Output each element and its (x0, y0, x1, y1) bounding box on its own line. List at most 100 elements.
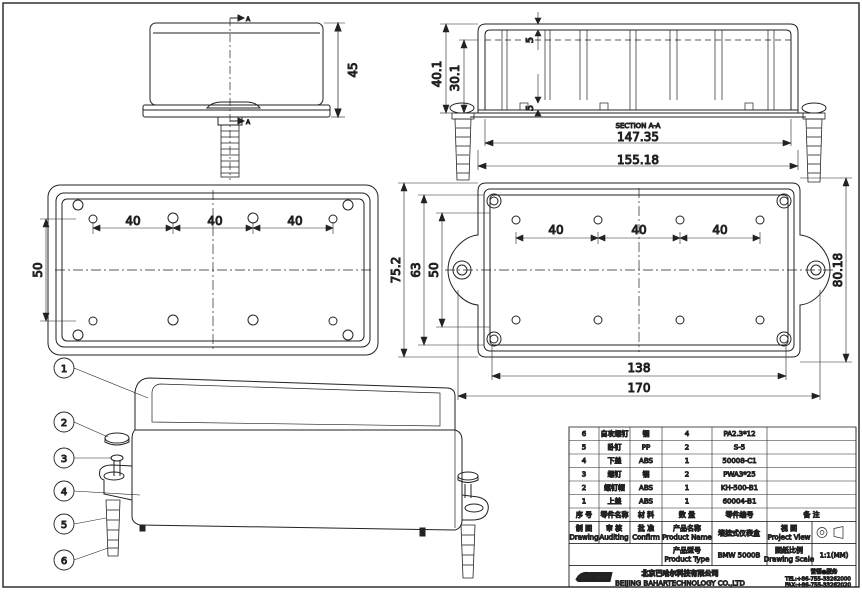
mounting-hole (593, 315, 603, 325)
outer-spacing-3: 40 (712, 223, 727, 237)
section-top-small-dim: 5 (525, 37, 536, 43)
part-balloon-number: 5 (61, 520, 67, 531)
mounting-hole (72, 329, 84, 341)
company-fax: FAX:+86-755-33262020 (785, 583, 852, 589)
mounting-hole (328, 316, 338, 326)
bom-cell: 备 注 (803, 510, 819, 519)
outer-spacing-2: 40 (631, 223, 646, 237)
inner-height-dim: 50 (31, 262, 45, 277)
corner-screw-hole-inner (489, 334, 499, 344)
title-block-text: Product Type (665, 556, 710, 564)
bom-cell: 3 (582, 471, 586, 479)
bom-cell: 1 (685, 498, 689, 506)
title-block-text: 制 图 (576, 524, 592, 533)
mounting-hole (72, 199, 84, 211)
title-block-text: Auditing (599, 534, 628, 542)
section-marker-top: A (246, 16, 251, 23)
part-balloon-number: 2 (61, 418, 67, 429)
bom-cell: 1 (685, 484, 689, 492)
inner-spacing-2: 40 (207, 214, 222, 228)
bom-cell: ABS (639, 484, 653, 492)
bom-cell: ABS (639, 457, 653, 465)
bom-cell: 材 料 (638, 510, 654, 519)
section-bottom-small-dim: 5 (525, 105, 536, 111)
mounting-hole (675, 315, 685, 325)
company-logo-text: BAHAR (587, 576, 609, 582)
part-balloon-number: 3 (61, 454, 67, 465)
title-block-text: Drawing (569, 534, 598, 542)
company-logo (575, 571, 613, 582)
bom-cell: 2 (685, 471, 689, 479)
bom-cell: PP (642, 444, 650, 452)
front-view (142, 14, 345, 180)
bom-cell: 1 (582, 498, 586, 506)
bom-cell: 卧钉 (608, 443, 622, 452)
inner-top-view (40, 184, 379, 356)
section-marker-bottom: A (246, 119, 251, 126)
section-view (440, 12, 827, 183)
projection-symbol-cone (833, 526, 844, 539)
title-block-text: 产品型号 (673, 546, 701, 555)
bom-cell: 序 号 (576, 510, 592, 519)
projection-symbol-inner (819, 530, 825, 535)
title-block-text: 视 图 (781, 524, 797, 533)
section-height-dim: 40.1 (430, 61, 444, 88)
sales-label: 营销●服务 (811, 568, 838, 576)
part-balloon (53, 447, 75, 469)
outer-top-view (398, 177, 852, 400)
bom-cell: 钢 (643, 429, 650, 438)
mounting-hole (167, 212, 179, 224)
bom-cell: 4 (685, 430, 690, 438)
bom-cell: 数 量 (679, 510, 695, 519)
bom-cell: 零件名称 (601, 510, 629, 519)
mounting-hole (675, 215, 685, 225)
title-block-cell (568, 565, 857, 588)
title-block-text: 批 准 (638, 524, 654, 533)
bom-cell: KH-500-B1 (721, 484, 758, 492)
title-block-text: 产品名称 (673, 524, 701, 533)
part-balloon (53, 549, 75, 571)
outer-width-inner-dim: 138 (628, 361, 651, 375)
company-name-en: BEIJING BAHARTECHNOLOGY CO.,LTD (615, 580, 745, 588)
bom-cell: PA2.3*12 (723, 430, 755, 438)
mounting-hole (755, 315, 765, 325)
bom-cell: ABS (639, 498, 653, 506)
outer-dim-d: 80.18 (831, 253, 845, 287)
bom-cell: 上盖 (608, 497, 622, 506)
outer-dim-a: 75.2 (389, 257, 403, 284)
mounting-hole (342, 199, 354, 211)
bom-cell: 60004-B1 (723, 498, 757, 506)
bom-cell: S-5 (734, 444, 745, 452)
bom-cell: 4 (582, 457, 587, 465)
title-block-cell (568, 543, 663, 566)
corner-screw-hole (486, 193, 502, 209)
title-block-text: Product Name (662, 534, 711, 542)
part-balloon (53, 480, 75, 502)
bom-cell: 下盖 (608, 456, 622, 465)
mounting-hole (511, 215, 521, 225)
bom-cell: 钢 (643, 470, 650, 479)
section-outer-width-dim: 155.18 (617, 153, 659, 167)
corner-screw-hole-inner (779, 334, 789, 344)
outer-dim-c: 50 (427, 262, 441, 277)
outer-width-outer-dim: 170 (628, 381, 651, 395)
company-name-cn: 北京巴哈尔科技有限公司 (642, 569, 719, 578)
company-tel: TEL:+86-755-33262000 (784, 577, 851, 583)
corner-screw-hole-inner (489, 196, 499, 206)
section-inner-width-dim: 147.35 (617, 130, 659, 144)
inner-spacing-3: 40 (287, 214, 302, 228)
bom-cell: 螺钉 (608, 470, 622, 479)
section-label: SECTION A-A (616, 122, 661, 130)
mounting-hole (593, 215, 603, 225)
corner-screw-hole-inner (779, 196, 789, 206)
bom-cell: 1 (685, 457, 689, 465)
section-inner-dim: 30.1 (448, 65, 462, 92)
bom-cell: 6 (582, 430, 587, 438)
mounting-hole (342, 329, 354, 341)
mounting-hole (167, 314, 179, 326)
